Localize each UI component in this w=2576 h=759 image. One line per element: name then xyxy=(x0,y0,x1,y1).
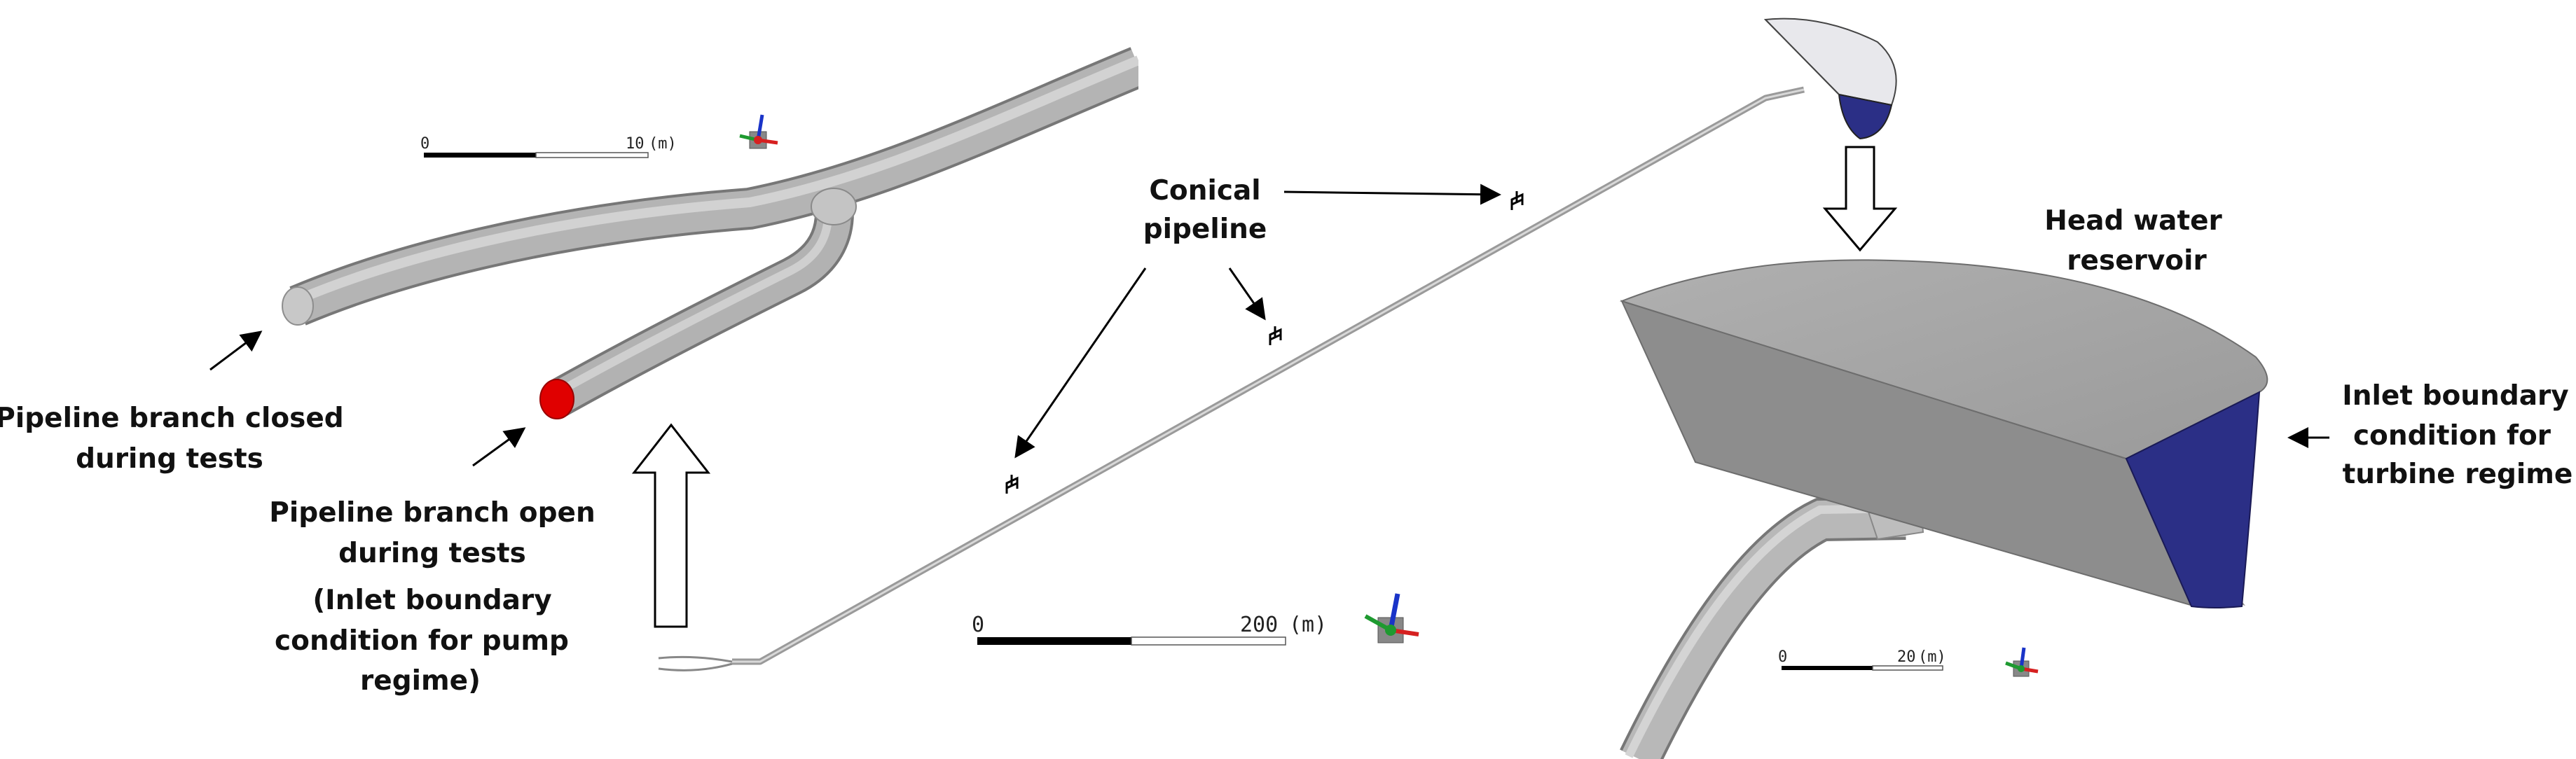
svg-text:Conical: Conical xyxy=(1149,175,1260,207)
conical-pointer-1 xyxy=(1014,267,1147,459)
svg-text:Inlet boundary: Inlet boundary xyxy=(2342,380,2568,412)
svg-text:Head water: Head water xyxy=(2044,205,2222,237)
conical-marker-1 xyxy=(1005,475,1019,494)
svg-text:condition for: condition for xyxy=(2353,420,2551,452)
scale-bar-detail-right: 0 20 (m) xyxy=(1778,648,1946,671)
open-branch-label: Pipeline branch open during tests (Inlet… xyxy=(269,497,595,697)
junction-collar xyxy=(811,188,857,225)
scale-max: 10 xyxy=(626,135,645,153)
svg-text:Pipeline branch open: Pipeline branch open xyxy=(269,497,595,529)
axis-triad-icon xyxy=(739,114,778,149)
svg-text:during tests: during tests xyxy=(76,443,263,475)
small-reservoir-face xyxy=(1838,93,1893,140)
closed-branch-label: Pipeline branch closed during tests xyxy=(0,403,344,475)
penstock-overview: 0 200 (m) xyxy=(658,18,1897,671)
small-reservoir-top xyxy=(1763,18,1897,106)
scale-zero: 0 xyxy=(972,613,984,637)
open-branch-inlet xyxy=(539,379,574,419)
bifurcation-detail: 0 10 (m) xyxy=(282,0,1194,419)
main-pipe-highlight xyxy=(296,55,1141,305)
closed-branch-pointer xyxy=(209,330,263,371)
conical-pointer-3 xyxy=(1283,183,1501,205)
head-water-reservoir-label: Head water reservoir xyxy=(2044,205,2222,277)
axis-triad-icon xyxy=(2005,647,2039,677)
svg-text:turbine regime: turbine regime xyxy=(2343,459,2573,490)
scale-unit: (m) xyxy=(649,135,677,153)
svg-text:reservoir: reservoir xyxy=(2067,245,2207,277)
scale-zero: 0 xyxy=(1778,648,1787,666)
open-branch-body xyxy=(549,201,851,414)
scale-bar-overview: 0 200 (m) xyxy=(972,613,1327,646)
scale-max: 200 xyxy=(1240,613,1278,637)
conical-marker-3 xyxy=(1510,191,1524,210)
closed-branch-end xyxy=(282,286,314,326)
main-pipe-body xyxy=(290,49,1145,323)
open-branch-pointer xyxy=(472,427,526,467)
svg-text:during tests: during tests xyxy=(338,538,526,569)
scale-max: 20 xyxy=(1897,648,1916,666)
axis-triad-icon xyxy=(1364,593,1419,643)
reservoir-inlet-face xyxy=(2125,391,2261,608)
penstock-fork xyxy=(658,655,733,671)
reservoir-detail: 0 20 (m) xyxy=(1619,259,2268,759)
svg-text:Pipeline branch closed: Pipeline branch closed xyxy=(0,403,344,434)
conical-pointer-2 xyxy=(1228,267,1266,321)
svg-text:pipeline: pipeline xyxy=(1143,214,1267,245)
hollow-arrow-icon xyxy=(1822,146,1898,252)
open-branch-highlight xyxy=(555,204,832,397)
conical-marker-2 xyxy=(1269,326,1282,345)
reservoir-top-face xyxy=(1619,259,2268,460)
svg-text:condition for pump: condition for pump xyxy=(275,625,569,657)
scale-zero: 0 xyxy=(420,135,429,153)
svg-text:(Inlet boundary: (Inlet boundary xyxy=(312,585,551,616)
scale-bar-detail-left: 0 10 (m) xyxy=(420,135,677,158)
svg-text:regime): regime) xyxy=(360,665,481,697)
scale-unit: (m) xyxy=(1289,613,1327,637)
scale-unit: (m) xyxy=(1918,648,1946,666)
turbine-inlet-label: Inlet boundary condition for turbine reg… xyxy=(2342,380,2572,490)
conical-pipeline-label: Conical pipeline xyxy=(1143,175,1267,245)
hollow-arrow-icon xyxy=(631,423,711,628)
